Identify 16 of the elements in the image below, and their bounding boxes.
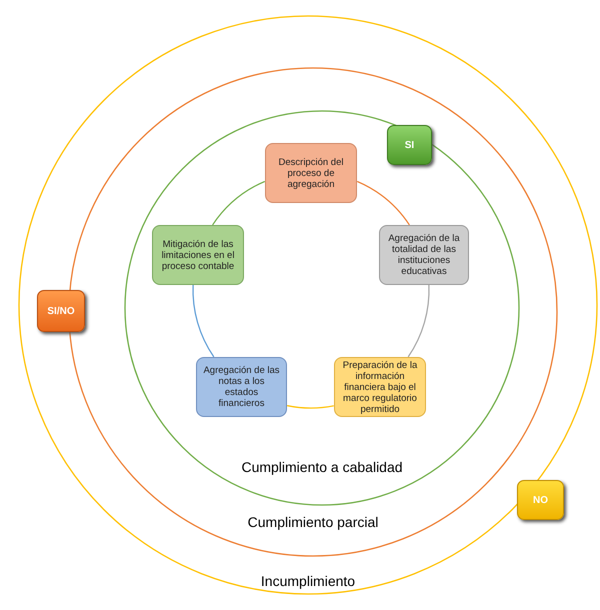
- process-box: Preparación de la información financiera bajo el marco regulatorio permitido: [334, 357, 426, 417]
- connector-arc: [212, 180, 266, 226]
- connector-arc: [356, 180, 410, 226]
- ring-label: Incumplimiento: [260, 573, 356, 589]
- process-box: Descripción del proceso de agregación: [265, 143, 357, 203]
- status-badge: SI: [387, 125, 432, 165]
- status-badge: NO: [517, 480, 564, 520]
- status-badge: SI/NO: [37, 290, 85, 332]
- process-box: Agregación de la totalidad de las instituciones educativas: [379, 225, 469, 285]
- process-box: Mitigación de las limitaciones en el proceso contable: [152, 225, 244, 285]
- connector-arc: [287, 405, 334, 409]
- ring-label: Cumplimiento parcial: [246, 514, 380, 530]
- connector-arc: [192, 284, 214, 358]
- process-box: Agregación de las notas a los estados financieros: [196, 357, 287, 417]
- connector-arc: [408, 284, 430, 358]
- ring-label: Cumplimiento a cabalidad: [240, 459, 404, 475]
